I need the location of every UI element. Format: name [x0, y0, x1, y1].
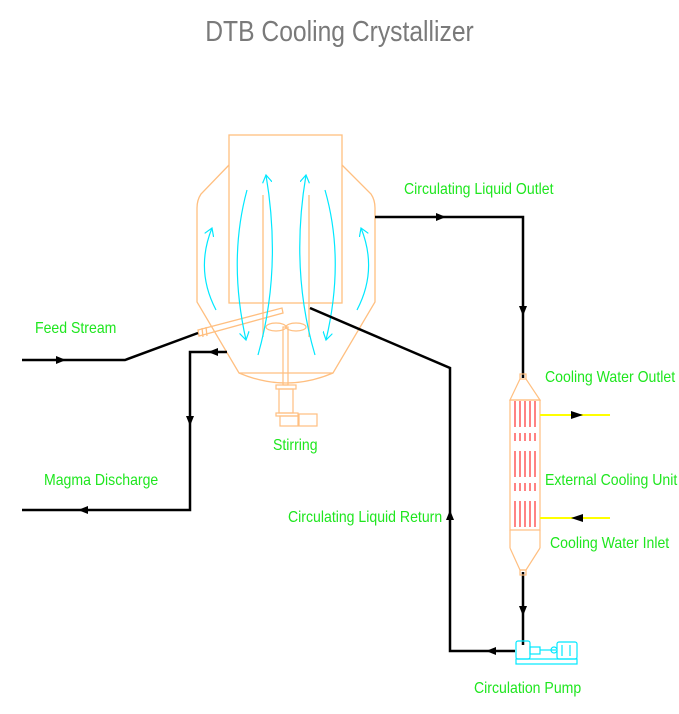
cooler-tubes — [514, 401, 536, 529]
cooling-water-lines — [540, 414, 610, 519]
external-cooling-unit — [509, 373, 542, 576]
label-circulating-liquid-outlet: Circulating Liquid Outlet — [404, 181, 554, 198]
label-feed-stream: Feed Stream — [35, 320, 117, 337]
label-circulating-liquid-return: Circulating Liquid Return — [288, 509, 443, 526]
diagram-title: DTB Cooling Crystallizer — [205, 16, 474, 48]
label-magma-discharge: Magma Discharge — [44, 472, 159, 489]
circulation-flow-arrows — [203, 175, 370, 356]
circulating-return-pipe — [309, 306, 515, 653]
pipe-flow-arrows — [56, 213, 527, 655]
cooling-water-inlet-arrow — [571, 514, 583, 522]
label-cooling-water-outlet: Cooling Water Outlet — [545, 369, 676, 386]
cooling-water-outlet-arrow — [571, 411, 583, 419]
feed-pipe-inlet — [197, 307, 284, 338]
label-stirring: Stirring — [273, 437, 318, 454]
circulating-outlet-pipe — [375, 215, 525, 378]
crystallizer-vessel — [196, 134, 376, 384]
label-cooling-water-inlet: Cooling Water Inlet — [550, 535, 670, 552]
label-circulation-pump: Circulation Pump — [474, 680, 582, 697]
label-external-cooling-unit: External Cooling Unit — [545, 472, 678, 489]
stirrer — [265, 322, 318, 427]
circulation-pump — [515, 640, 578, 665]
